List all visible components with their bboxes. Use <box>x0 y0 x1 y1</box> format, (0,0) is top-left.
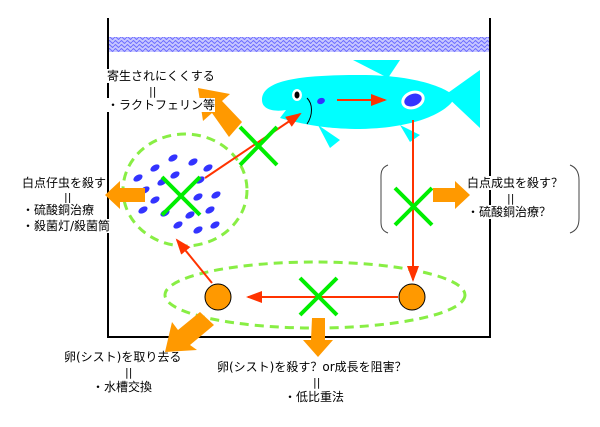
adult-parasite <box>404 93 422 107</box>
kill-larvae-method-2: ・殺菌灯/殺菌筒 <box>22 219 111 233</box>
water-surface <box>109 37 489 52</box>
arrow-icon <box>105 181 145 209</box>
arrow-icon <box>165 312 214 352</box>
parasite-resist-title: 寄生されにくくする <box>107 69 215 83</box>
fish-gill <box>306 97 312 125</box>
cross-icon <box>160 175 202 217</box>
remove-cyst-method: ・水槽交換 <box>92 380 153 394</box>
equals-mark: || <box>125 366 133 379</box>
kill-larvae-title: 白点仔虫を殺す <box>22 176 107 190</box>
arrow-icon <box>303 318 333 357</box>
arrow-icon <box>433 181 470 209</box>
equals-mark: || <box>313 376 321 389</box>
kill-cyst-method: ・低比重法 <box>284 390 345 404</box>
arrow-icon <box>198 88 242 137</box>
bracket-right <box>569 164 580 234</box>
block-crosses <box>160 125 434 317</box>
cross-icon <box>298 276 339 317</box>
lifecycle-arrows <box>175 94 419 303</box>
intervention-arrows <box>105 88 470 357</box>
remove-cyst-title: 卵(シスト)を取り去る <box>64 350 182 364</box>
cyst-left <box>204 283 232 311</box>
kill-adult-method: ・硫酸銅治療？ <box>467 205 552 219</box>
kill-cyst-title: 卵(シスト)を殺す？or成長を阻害？ <box>217 360 407 374</box>
equals-mark: || <box>149 85 157 98</box>
equals-mark: || <box>507 192 515 205</box>
kill-adult-title: 白点成虫を殺す？ <box>467 176 564 190</box>
cross-icon <box>393 186 434 227</box>
cyst-right <box>398 283 426 311</box>
kill-larvae-method-1: ・硫酸銅治療 <box>22 203 95 217</box>
bracket-left <box>380 164 389 234</box>
equals-mark: || <box>64 191 72 204</box>
fish <box>262 60 480 148</box>
cross-icon <box>238 125 279 167</box>
parasite-resist-method: ・ラクトフェリン等 <box>107 98 216 112</box>
